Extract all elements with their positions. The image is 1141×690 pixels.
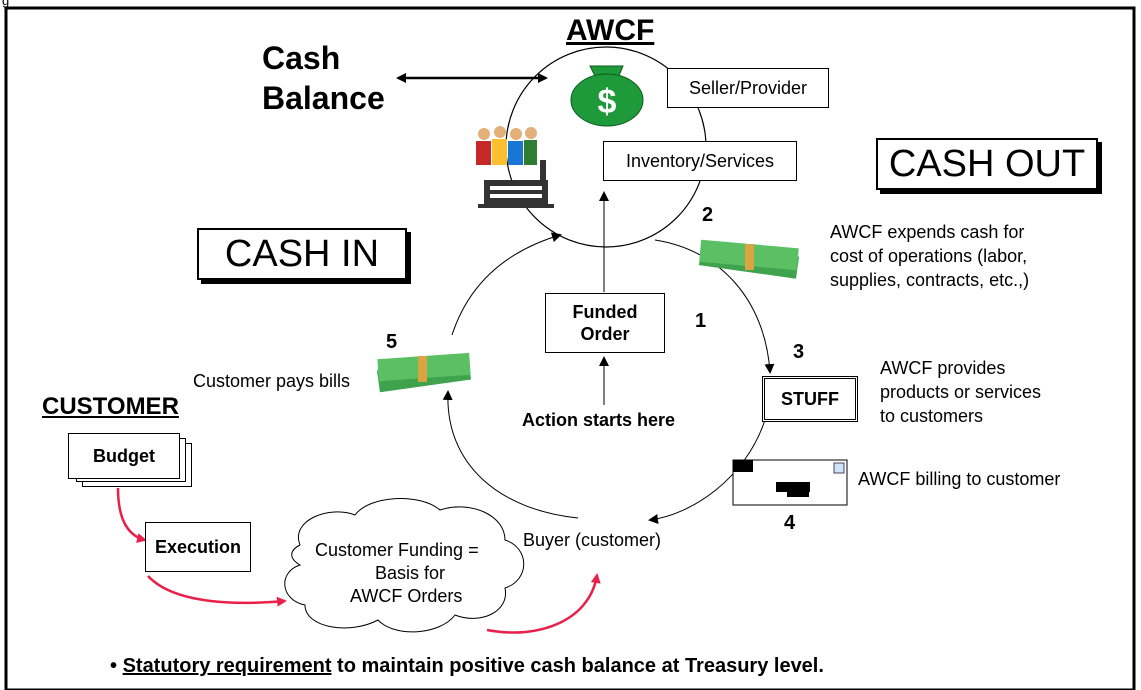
- footer-statement: • Statutory requirement to maintain posi…: [110, 655, 824, 678]
- money-bag-icon: $: [570, 65, 644, 127]
- factory-icon: [478, 160, 554, 208]
- cash-out-box: CASH OUT: [876, 138, 1098, 190]
- stuff-box: STUFF: [762, 376, 858, 422]
- buyer-label: Buyer (customer): [523, 530, 662, 550]
- arc-3-to-buyer: [648, 419, 766, 524]
- expends-line3: supplies, contracts, etc.,): [830, 270, 1030, 290]
- arc-2-to-3: [654, 239, 775, 374]
- billing-label: AWCF billing to customer: [858, 469, 1061, 489]
- provides-line3: to customers: [880, 406, 984, 426]
- money-stack-5-icon: [376, 352, 472, 393]
- step-2-number: 2: [702, 204, 714, 226]
- arc-buyer-to-5: [442, 390, 579, 519]
- funding-line1: Customer Funding =: [315, 540, 479, 560]
- money-stack-2-icon: [698, 239, 800, 279]
- footer-bullet: •: [110, 655, 123, 677]
- funded-order-box: Funded Order: [545, 293, 665, 353]
- cash-balance-line2: Balance: [262, 80, 385, 116]
- action-starts-here: Action starts here: [522, 410, 676, 430]
- billing-document-icon: [732, 459, 848, 506]
- funding-line2: Basis for: [375, 563, 446, 583]
- inventory-services-box: Inventory/Services: [603, 141, 797, 181]
- expends-line1: AWCF expends cash for: [830, 222, 1025, 242]
- cash-balance-line1: Cash: [262, 40, 341, 76]
- provides-line2: products or services: [880, 382, 1042, 402]
- people-icon: [476, 126, 537, 165]
- provides-line1: AWCF provides: [880, 358, 1006, 378]
- step-4-number: 4: [784, 512, 796, 534]
- outer-border: [4, 6, 1136, 690]
- funded-order-line1: Funded: [572, 301, 638, 322]
- funded-order-line2: Order: [580, 324, 630, 344]
- cash-in-box: CASH IN: [197, 228, 407, 280]
- expends-line2: cost of operations (labor,: [830, 246, 1028, 266]
- execution-box: Execution: [145, 522, 251, 572]
- funding-cloud: [284, 498, 525, 633]
- step-3-number: 3: [793, 341, 805, 363]
- budget-box: Budget: [68, 433, 180, 479]
- customer-pays-label: Customer pays bills: [193, 371, 351, 391]
- red-arrow-funding-buyer: [486, 573, 601, 634]
- header-caption: g: [2, 0, 10, 8]
- step-5-number: 5: [386, 331, 398, 353]
- svg-text:$: $: [598, 83, 617, 121]
- red-arrow-budget-execution: [116, 487, 147, 543]
- seller-provider-box: Seller/Provider: [667, 68, 829, 108]
- step-1-number: 1: [695, 310, 707, 332]
- funding-line3: AWCF Orders: [350, 586, 463, 606]
- arc-5-to-circle: [451, 232, 562, 336]
- red-arrow-execution-funding: [147, 575, 287, 607]
- customer-title: CUSTOMER: [42, 393, 179, 420]
- footer-rest: to maintain positive cash balance at Tre…: [331, 655, 824, 677]
- footer-underlined: Statutory requirement: [122, 655, 332, 677]
- awcf-title: AWCF: [566, 14, 655, 47]
